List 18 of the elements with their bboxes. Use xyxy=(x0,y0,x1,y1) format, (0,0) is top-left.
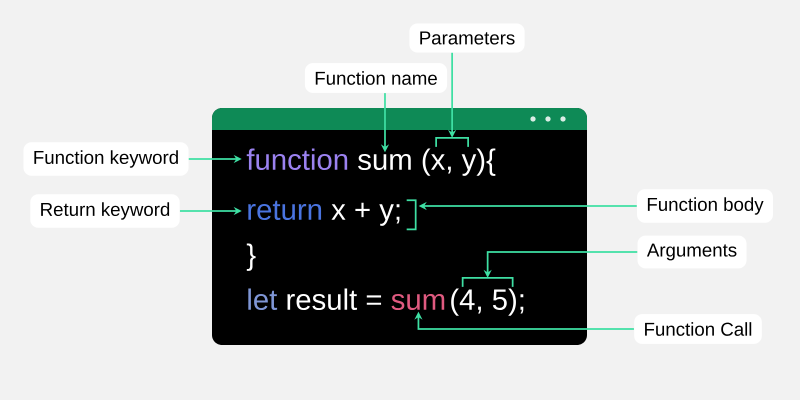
code-token: sum xyxy=(392,294,444,310)
label-box: Function Call xyxy=(634,314,762,344)
label-box: Arguments xyxy=(638,236,746,268)
code-token: (x, y){ xyxy=(422,148,496,176)
label-box: Return keyword xyxy=(30,194,180,228)
code-token: return xyxy=(248,200,322,220)
code-token: sum xyxy=(358,154,411,170)
code-token: (4, 5); xyxy=(451,288,524,316)
label-box: Function keyword xyxy=(24,142,188,176)
label-box: Parameters xyxy=(409,24,525,53)
label-box: Function body xyxy=(637,189,773,223)
label-box: Function name xyxy=(304,63,448,93)
code-token: } xyxy=(246,243,256,271)
code-token: x + y; xyxy=(332,202,400,226)
code-token: function xyxy=(246,148,348,170)
code-token: let xyxy=(248,288,278,310)
code-token: result = xyxy=(287,288,382,310)
code-window xyxy=(212,108,587,345)
